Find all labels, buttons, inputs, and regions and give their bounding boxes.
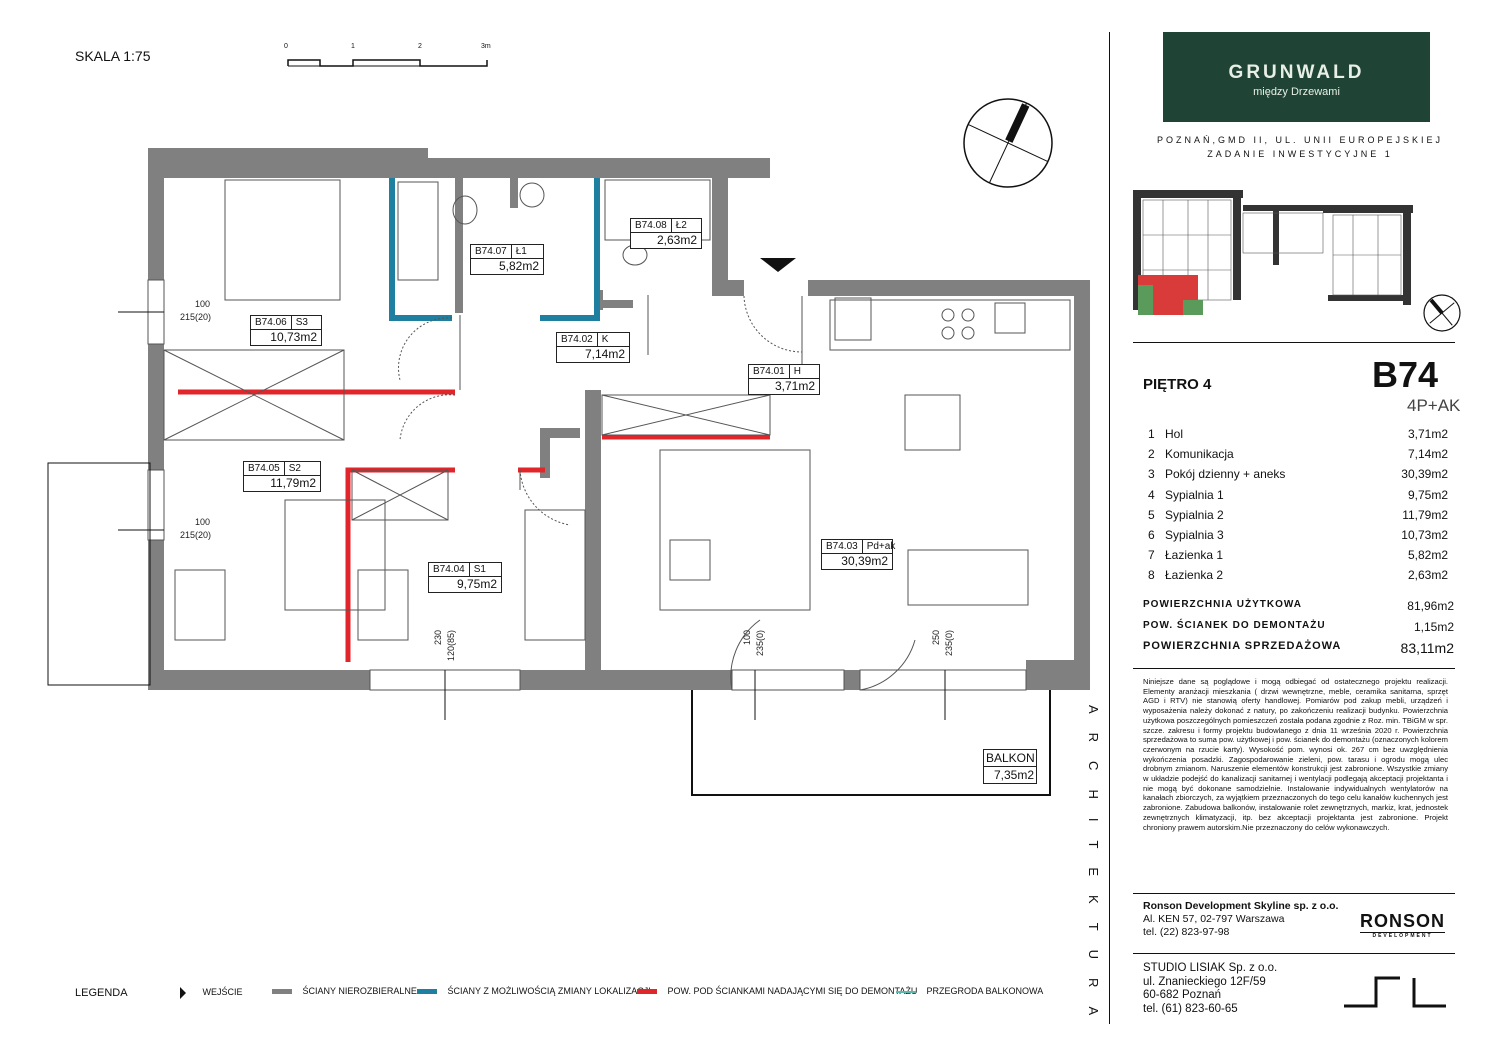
scale-bar: [287, 59, 488, 67]
entrance-icon: [760, 258, 796, 272]
legend-entry: WEJŚCIE: [178, 986, 243, 1000]
panel-divider: [1109, 32, 1110, 1024]
key-plan: [1133, 190, 1413, 315]
legend-walls-fixed: ŚCIANY NIEROZBIERALNE: [272, 986, 417, 996]
dim-window-s1-b: 120(85): [446, 630, 456, 662]
dim-window-s3-height: 215(20): [180, 312, 212, 322]
grunwald-logo: GRUNWALD między Drzewami: [1163, 32, 1430, 122]
floor-label: PIĘTRO 4: [1143, 376, 1212, 393]
dim-window-s1-a: 230: [433, 630, 443, 646]
disclaimer-text: Niniejsze dane są poglądowe i mogą odbie…: [1143, 677, 1448, 832]
legend-walls-demolition: POW. POD ŚCIANKAMI NADAJĄCYMI SIĘ DO DEM…: [637, 986, 917, 996]
scale-label: SKALA 1:75: [75, 48, 151, 64]
legend-title: LEGENDA: [75, 987, 128, 999]
scale-tick-3: 3m: [481, 43, 491, 50]
dim-window-s2-height: 215(20): [180, 530, 212, 540]
north-arrow-icon: [963, 98, 1053, 188]
scale-tick-1: 1: [351, 43, 355, 50]
entrance-icon: [180, 987, 186, 999]
floor-plan: [47, 148, 1090, 796]
keyplan-north-icon: [1423, 294, 1461, 332]
studio-lisiak-logo: [1344, 976, 1446, 1008]
legend-balcony-partition: PRZEGRODA BALKONOWA: [896, 986, 1043, 996]
dim-window-s2-width: 100: [195, 517, 211, 527]
legend-walls-movable: ŚCIANY Z MOŻLIWOŚCIĄ ZMIANY LOKALIZACJI: [417, 986, 651, 996]
scale-tick-2: 2: [418, 43, 422, 50]
balcony-label: BALKON 7,35m2: [983, 749, 1037, 784]
architektura-label: ARCHITEKTURA: [1086, 705, 1101, 1035]
scale-tick-0: 0: [284, 43, 288, 50]
apartment-code: B74: [1372, 354, 1439, 395]
dim-door1-b: 235(0): [755, 630, 765, 657]
dim-door1-a: 100: [742, 630, 752, 646]
ronson-logo: RONSON DEVELOPMENT: [1360, 911, 1446, 939]
dim-window-s3-width: 100: [195, 299, 211, 309]
dim-door2-b: 235(0): [944, 630, 954, 657]
developer-info: Ronson Development Skyline sp. z o.o. Al…: [1143, 900, 1339, 938]
apartment-type: 4P+AK: [1407, 396, 1461, 415]
project-address: POZNAŃ,GMD II, UL. UNII EUROPEJSKIEJ ZAD…: [1156, 135, 1444, 159]
dim-door2-a: 250: [931, 630, 941, 646]
studio-info: STUDIO LISIAK Sp. z o.o. ul. Znanieckieg…: [1143, 962, 1278, 1015]
